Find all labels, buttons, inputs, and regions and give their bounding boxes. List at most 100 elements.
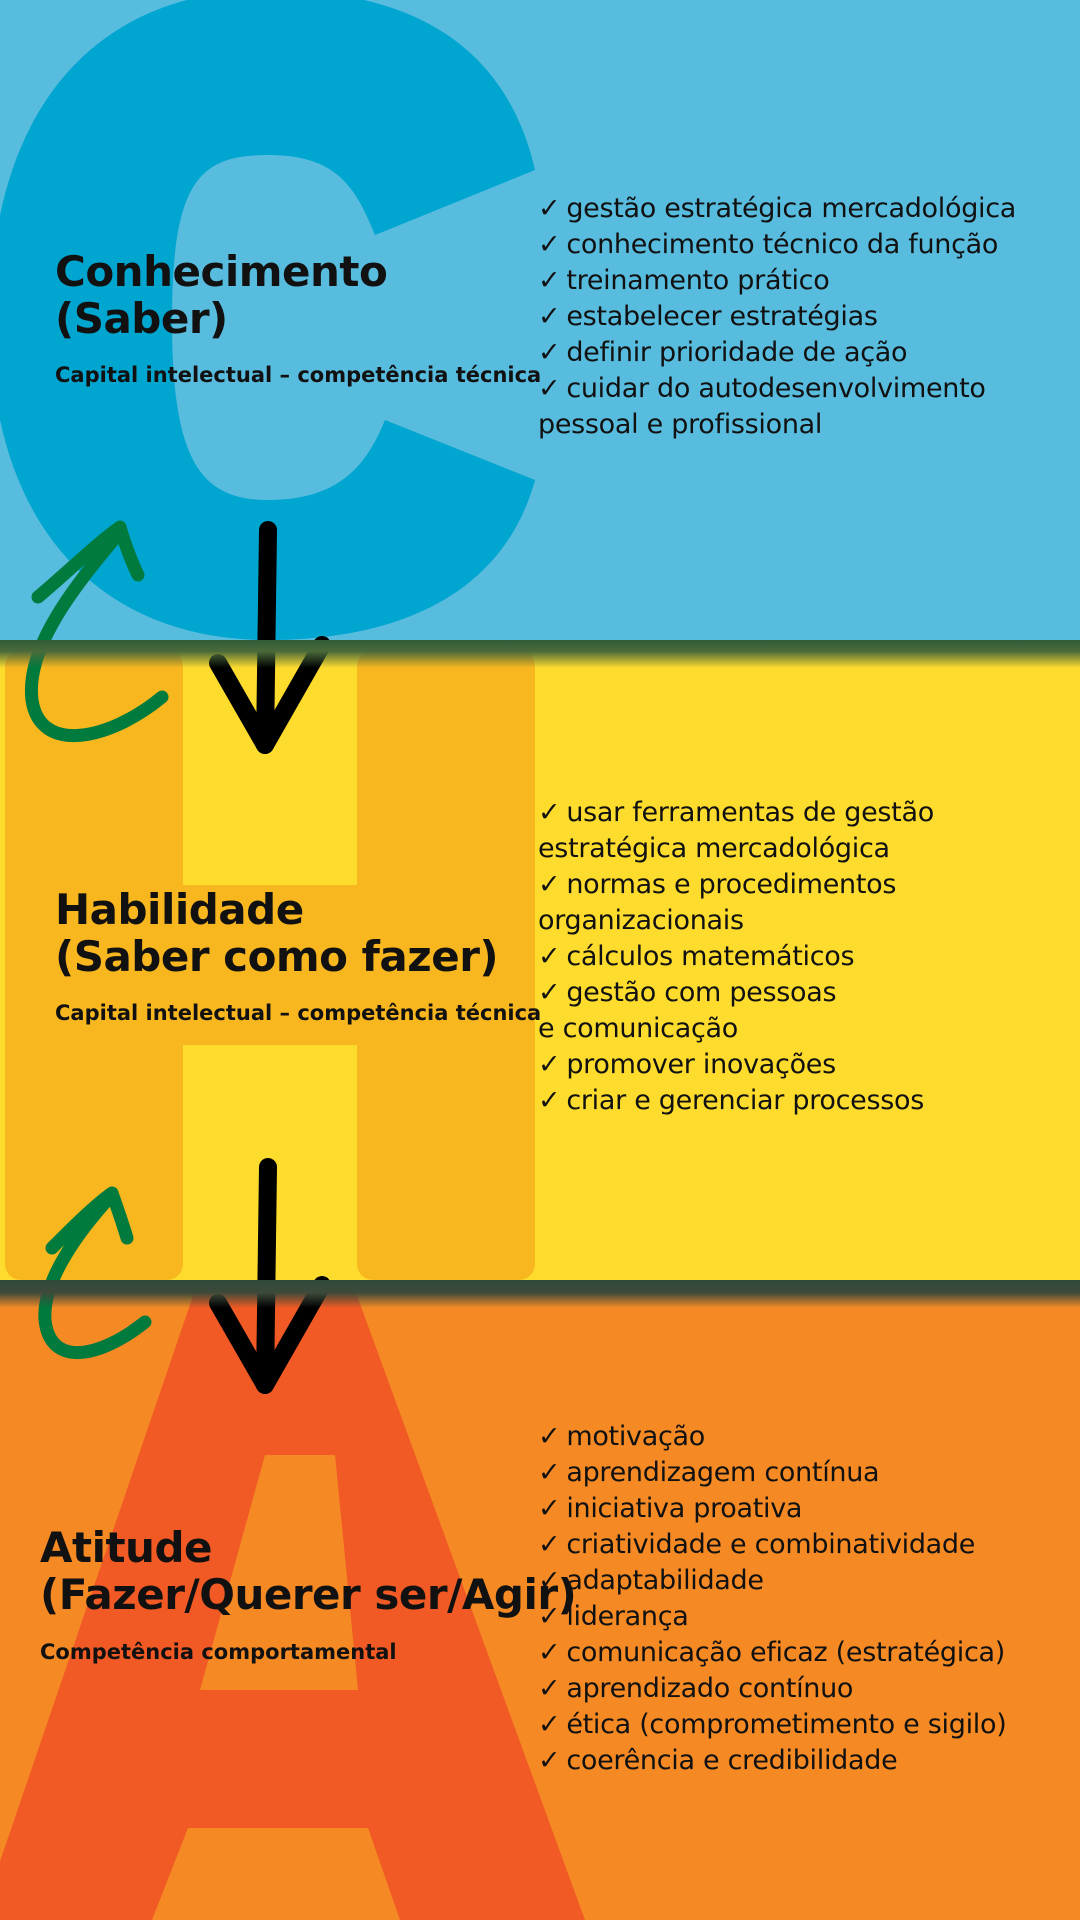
habilidade-subtitle: Capital intelectual – competência técnic… xyxy=(55,1001,542,1025)
list-item-text: comunicação eficaz (estratégica) xyxy=(566,1637,1005,1668)
list-item-continuation: pessoal e profissional xyxy=(538,407,1016,443)
list-item: ✓criar e gerenciar processos xyxy=(538,1083,934,1119)
down-arrow-icon-1 xyxy=(209,521,331,754)
list-item-text: cálculos matemáticos xyxy=(566,941,855,972)
list-item: ✓coerência e credibilidade xyxy=(538,1743,1006,1779)
checkmark-icon: ✓ xyxy=(538,1565,561,1596)
cycle-arrow-icon-1 xyxy=(24,520,169,742)
checkmark-icon: ✓ xyxy=(538,301,561,332)
list-item: ✓ética (comprometimento e sigilo) xyxy=(538,1707,1007,1743)
list-item-text: ética (comprometimento e sigilo) xyxy=(566,1709,1007,1740)
checkmark-icon: ✓ xyxy=(538,1049,561,1080)
list-item-text: motivação xyxy=(566,1421,705,1452)
conhecimento-title-line1: Conhecimento xyxy=(55,247,388,296)
checkmark-icon: ✓ xyxy=(538,265,561,296)
list-item-continuation: organizacionais xyxy=(538,903,934,939)
checkmark-icon: ✓ xyxy=(538,1457,561,1488)
list-item-text: aprendizado contínuo xyxy=(566,1673,854,1704)
conhecimento-list: ✓gestão estratégica mercadológica✓conhec… xyxy=(538,191,1016,443)
list-item: ✓comunicação eficaz (estratégica) xyxy=(538,1635,1006,1671)
list-item-text: estabelecer estratégias xyxy=(566,301,878,332)
letter-a-counter xyxy=(218,1455,325,1685)
list-item-text: treinamento prático xyxy=(566,265,830,296)
checkmark-icon: ✓ xyxy=(538,869,561,900)
checkmark-icon: ✓ xyxy=(538,1637,561,1668)
list-item: ✓motivação xyxy=(538,1419,1006,1455)
list-item-text: usar ferramentas de gestão xyxy=(566,797,934,828)
list-item-text: organizacionais xyxy=(538,905,744,936)
list-item: ✓criatividade e combinatividade xyxy=(538,1527,1006,1563)
list-item: ✓aprendizado contínuo xyxy=(538,1671,1006,1707)
list-item-text: normas e procedimentos xyxy=(566,869,897,900)
checkmark-icon: ✓ xyxy=(538,1421,561,1452)
list-item-text: aprendizagem contínua xyxy=(566,1457,880,1488)
checkmark-icon: ✓ xyxy=(538,977,561,1008)
letter-a-shape xyxy=(0,1290,585,1920)
list-item: ✓promover inovações xyxy=(538,1047,934,1083)
atitude-list: ✓motivação✓aprendizagem contínua✓iniciat… xyxy=(538,1419,1007,1779)
list-item-text: coerência e credibilidade xyxy=(566,1745,898,1776)
checkmark-icon: ✓ xyxy=(538,193,561,224)
letter-h-shape xyxy=(5,650,535,1280)
habilidade-title-line2: (Saber como fazer) xyxy=(55,932,499,981)
list-item: ✓usar ferramentas de gestão xyxy=(538,795,934,831)
letter-c-shape xyxy=(0,0,535,640)
conhecimento-title: Conhecimento (Saber) xyxy=(55,247,388,343)
list-item-text: pessoal e profissional xyxy=(538,409,823,440)
list-item-text: adaptabilidade xyxy=(566,1565,764,1596)
list-item: ✓conhecimento técnico da função xyxy=(538,227,1016,263)
conhecimento-title-line2: (Saber) xyxy=(55,294,228,343)
section-divider-2 xyxy=(0,1280,1080,1308)
list-item-text: criatividade e combinatividade xyxy=(566,1529,976,1560)
list-item: ✓cuidar do autodesenvolvimento xyxy=(538,371,1016,407)
atitude-subtitle: Competência comportamental xyxy=(40,1640,397,1664)
down-arrow-icon-2 xyxy=(209,1158,331,1394)
checkmark-icon: ✓ xyxy=(538,1601,561,1632)
list-item-continuation: estratégica mercadológica xyxy=(538,831,934,867)
atitude-title-line1: Atitude xyxy=(40,1523,213,1572)
list-item-continuation: e comunicação xyxy=(538,1011,934,1047)
list-item: ✓iniciativa proativa xyxy=(538,1491,1006,1527)
list-item-text: conhecimento técnico da função xyxy=(566,229,999,260)
checkmark-icon: ✓ xyxy=(538,1709,561,1740)
checkmark-icon: ✓ xyxy=(538,1493,561,1524)
atitude-title-line2: (Fazer/Querer ser/Agir) xyxy=(40,1570,577,1619)
list-item-text: promover inovações xyxy=(566,1049,836,1080)
checkmark-icon: ✓ xyxy=(538,337,561,368)
habilidade-title-line1: Habilidade xyxy=(55,885,304,934)
list-item: ✓cálculos matemáticos xyxy=(538,939,934,975)
list-item-text: liderança xyxy=(566,1601,689,1632)
checkmark-icon: ✓ xyxy=(538,229,561,260)
atitude-title: Atitude (Fazer/Querer ser/Agir) xyxy=(40,1523,577,1619)
habilidade-title: Habilidade (Saber como fazer) xyxy=(55,885,499,981)
list-item-text: estratégica mercadológica xyxy=(538,833,890,864)
checkmark-icon: ✓ xyxy=(538,797,561,828)
list-item: ✓estabelecer estratégias xyxy=(538,299,1016,335)
list-item: ✓liderança xyxy=(538,1599,1006,1635)
list-item-text: criar e gerenciar processos xyxy=(566,1085,924,1116)
checkmark-icon: ✓ xyxy=(538,941,561,972)
list-item-text: gestão estratégica mercadológica xyxy=(566,193,1017,224)
cycle-arrow-icon-2 xyxy=(38,1186,152,1360)
list-item: ✓normas e procedimentos xyxy=(538,867,934,903)
list-item: ✓treinamento prático xyxy=(538,263,1016,299)
section-divider-1 xyxy=(0,640,1080,668)
checkmark-icon: ✓ xyxy=(538,373,561,404)
list-item-text: definir prioridade de ação xyxy=(566,337,908,368)
list-item-text: iniciativa proativa xyxy=(566,1493,803,1524)
checkmark-icon: ✓ xyxy=(538,1085,561,1116)
list-item: ✓aprendizagem contínua xyxy=(538,1455,1006,1491)
list-item: ✓gestão com pessoas xyxy=(538,975,934,1011)
list-item-text: cuidar do autodesenvolvimento xyxy=(566,373,986,404)
list-item: ✓gestão estratégica mercadológica xyxy=(538,191,1016,227)
checkmark-icon: ✓ xyxy=(538,1673,561,1704)
list-item: ✓definir prioridade de ação xyxy=(538,335,1016,371)
list-item: ✓adaptabilidade xyxy=(538,1563,1006,1599)
list-item-text: gestão com pessoas xyxy=(566,977,837,1008)
checkmark-icon: ✓ xyxy=(538,1529,561,1560)
list-item-text: e comunicação xyxy=(538,1013,738,1044)
checkmark-icon: ✓ xyxy=(538,1745,561,1776)
conhecimento-subtitle: Capital intelectual – competência técnic… xyxy=(55,363,542,387)
